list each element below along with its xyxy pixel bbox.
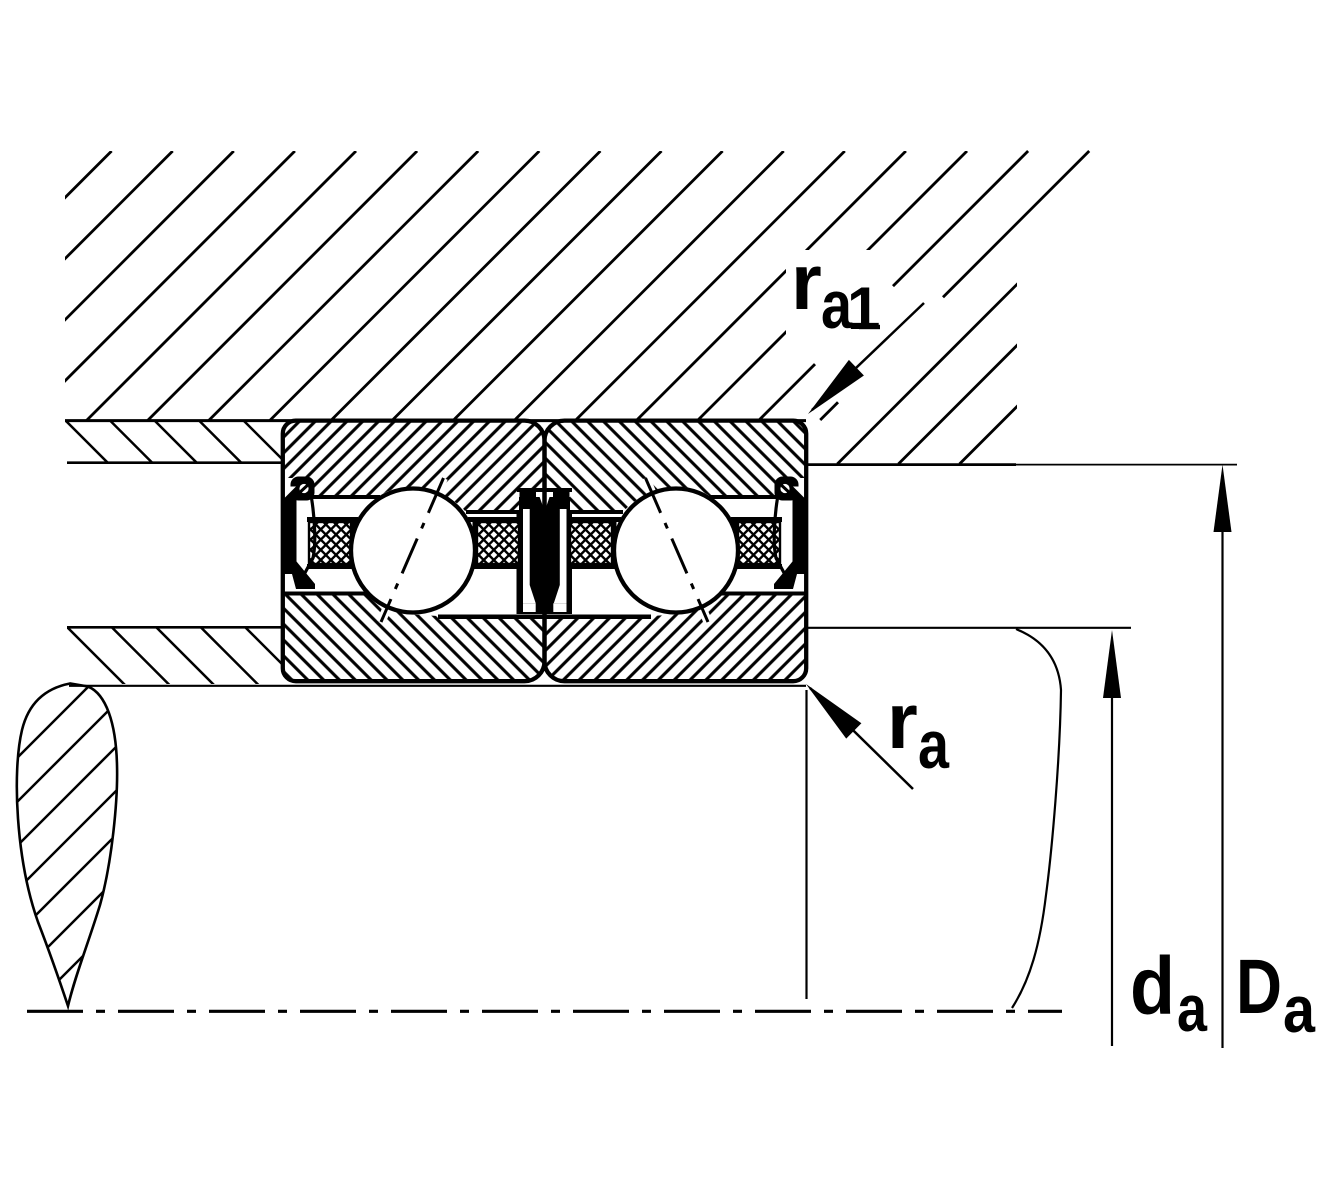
- svg-text:1: 1: [847, 275, 880, 342]
- svg-text:a: a: [821, 267, 853, 343]
- svg-text:r: r: [791, 237, 822, 326]
- svg-text:r: r: [887, 676, 918, 765]
- svg-text:d: d: [1130, 941, 1175, 1032]
- svg-text:D: D: [1236, 944, 1282, 1030]
- svg-text:a: a: [1283, 972, 1316, 1046]
- svg-text:a: a: [1177, 971, 1208, 1045]
- svg-text:a: a: [918, 707, 950, 783]
